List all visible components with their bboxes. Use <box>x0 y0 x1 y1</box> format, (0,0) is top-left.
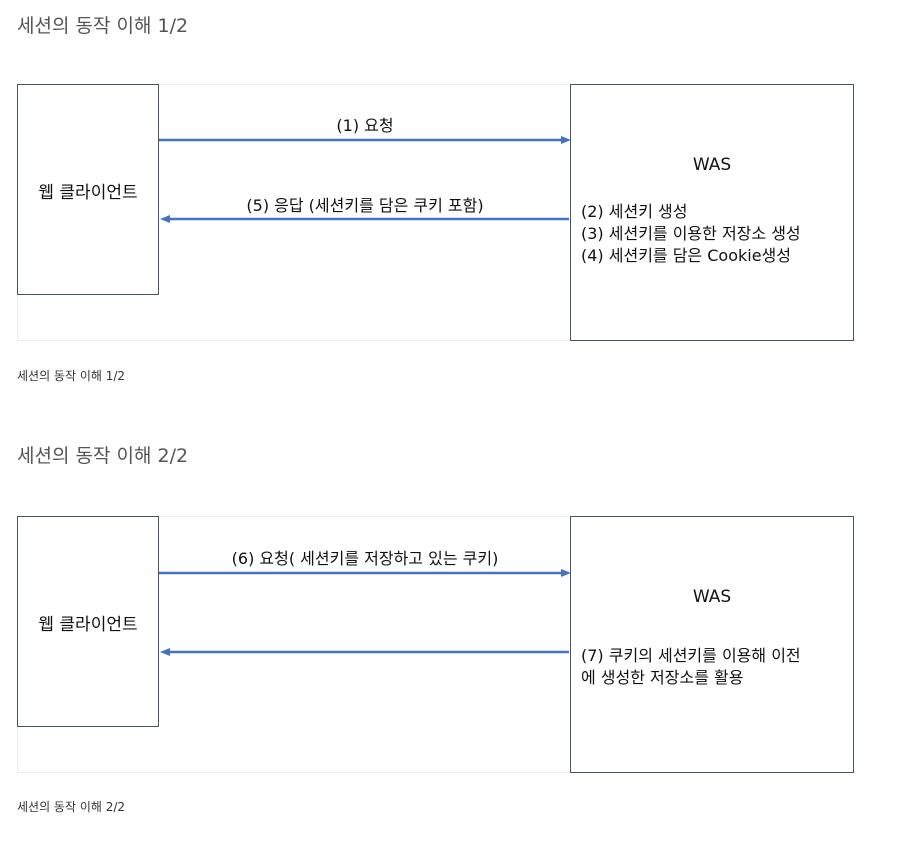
arrows-layer <box>159 136 571 223</box>
was-step: (4) 세션키를 담은 Cookie생성 <box>581 246 791 265</box>
arrows-layer <box>159 569 571 656</box>
session-diagram-1: 웹 클라이언트 WAS (2) 세션키 생성 (3) 세션키를 이용한 저장소 … <box>17 84 854 341</box>
was-steps: (2) 세션키 생성 (3) 세션키를 이용한 저장소 생성 (4) 세션키를 … <box>581 201 801 267</box>
figure-caption-2: 세션의 동작 이해 2/2 <box>17 800 126 814</box>
section-heading-1: 세션의 동작 이해 1/2 <box>17 15 189 37</box>
response-arrow <box>160 215 569 223</box>
web-client-label: 웹 클라이언트 <box>38 183 138 203</box>
was-box: WAS (7) 쿠키의 세션키를 이용해 이전 에 생성한 저장소를 활용 <box>570 516 854 773</box>
response-arrow-label: (5) 응답 (세션키를 담은 쿠키 포함) <box>246 196 484 215</box>
was-step: (2) 세션키 생성 <box>581 202 688 221</box>
web-client-box: 웹 클라이언트 <box>17 516 159 727</box>
web-client-box: 웹 클라이언트 <box>17 84 159 295</box>
response-arrow <box>160 648 569 656</box>
was-step: (3) 세션키를 이용한 저장소 생성 <box>581 224 801 243</box>
was-title: WAS <box>692 587 732 607</box>
request-arrow-label: (1) 요청 <box>336 116 394 135</box>
web-client-label: 웹 클라이언트 <box>38 615 138 635</box>
section-heading-2: 세션의 동작 이해 2/2 <box>17 445 189 467</box>
was-step: (7) 쿠키의 세션키를 이용해 이전 <box>581 646 801 665</box>
figure-caption-1: 세션의 동작 이해 1/2 <box>17 369 126 383</box>
session-diagram-2: 웹 클라이언트 WAS (7) 쿠키의 세션키를 이용해 이전 에 생성한 저장… <box>17 516 854 773</box>
was-box: WAS (2) 세션키 생성 (3) 세션키를 이용한 저장소 생성 (4) 세… <box>570 84 854 341</box>
request-arrow-label: (6) 요청( 세션키를 저장하고 있는 쿠키) <box>231 549 499 568</box>
request-arrow <box>159 136 571 144</box>
request-arrow <box>159 569 571 577</box>
was-title: WAS <box>692 155 732 175</box>
was-step: 에 생성한 저장소를 활용 <box>581 668 744 687</box>
was-steps: (7) 쿠키의 세션키를 이용해 이전 에 생성한 저장소를 활용 <box>581 645 801 689</box>
